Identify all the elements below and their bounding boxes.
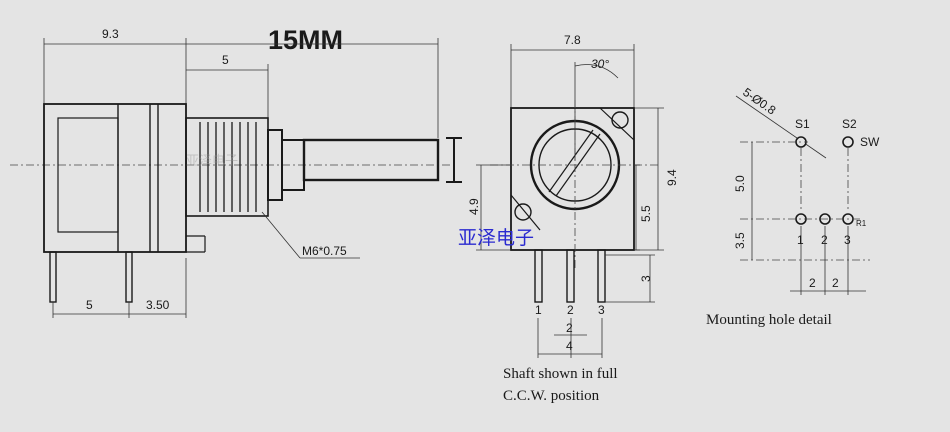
label-r1: R1 (856, 219, 867, 228)
pin-1: 1 (535, 303, 542, 317)
dim-shaft-height: 5.5 (639, 205, 653, 222)
thread-label: M6*0.75 (302, 244, 347, 258)
mount-pin-2: 2 (821, 233, 828, 247)
dim-angle: 30° (591, 57, 609, 71)
dim-center: 4.9 (467, 198, 481, 215)
hole-s2 (842, 136, 854, 148)
dim-thread: 5 (222, 53, 229, 67)
front-view: 7.8 30° 9.4 4.9 5.5 (458, 33, 679, 404)
dim-pin-length: 3 (639, 275, 653, 282)
caption-line-1: Shaft shown in full (503, 366, 618, 382)
pin-3: 3 (598, 303, 605, 317)
dim-pitch: 2 (566, 321, 573, 335)
pin-2: 2 (567, 303, 574, 317)
hole-spec: 5-Ø0.8 (740, 85, 778, 118)
dim-width: 7.8 (564, 33, 581, 47)
dim-v1: 5.0 (733, 175, 747, 192)
mounting-caption: Mounting hole detail (706, 312, 832, 328)
side-view: 9.3 5 M6*0.75 (10, 27, 462, 318)
label-s2: S2 (842, 117, 857, 131)
mount-pin-3: 3 (844, 233, 851, 247)
front-watermark: 亚泽电子 (458, 227, 534, 249)
title: 15MM (268, 25, 343, 55)
label-sw: SW (860, 135, 880, 149)
dim-pin-left: 5 (86, 298, 93, 312)
label-s1: S1 (795, 117, 810, 131)
dim-h1: 2 (809, 276, 816, 290)
dim-h2: 2 (832, 276, 839, 290)
side-watermark: 亚泽电子 (186, 153, 238, 168)
dim-pin-right: 3.50 (146, 298, 170, 312)
dim-height: 9.4 (665, 169, 679, 186)
mount-pin-1: 1 (797, 233, 804, 247)
dim-v2: 3.5 (733, 232, 747, 249)
caption-line-2: C.C.W. position (503, 388, 600, 404)
dim-span: 4 (566, 339, 573, 353)
mounting-detail: 5-Ø0.8 S1 S2 SW 5.0 3.5 1 2 3 R1 2 2 Mou (706, 85, 880, 328)
thread-marks (199, 122, 257, 212)
dim-total: 9.3 (102, 27, 119, 41)
